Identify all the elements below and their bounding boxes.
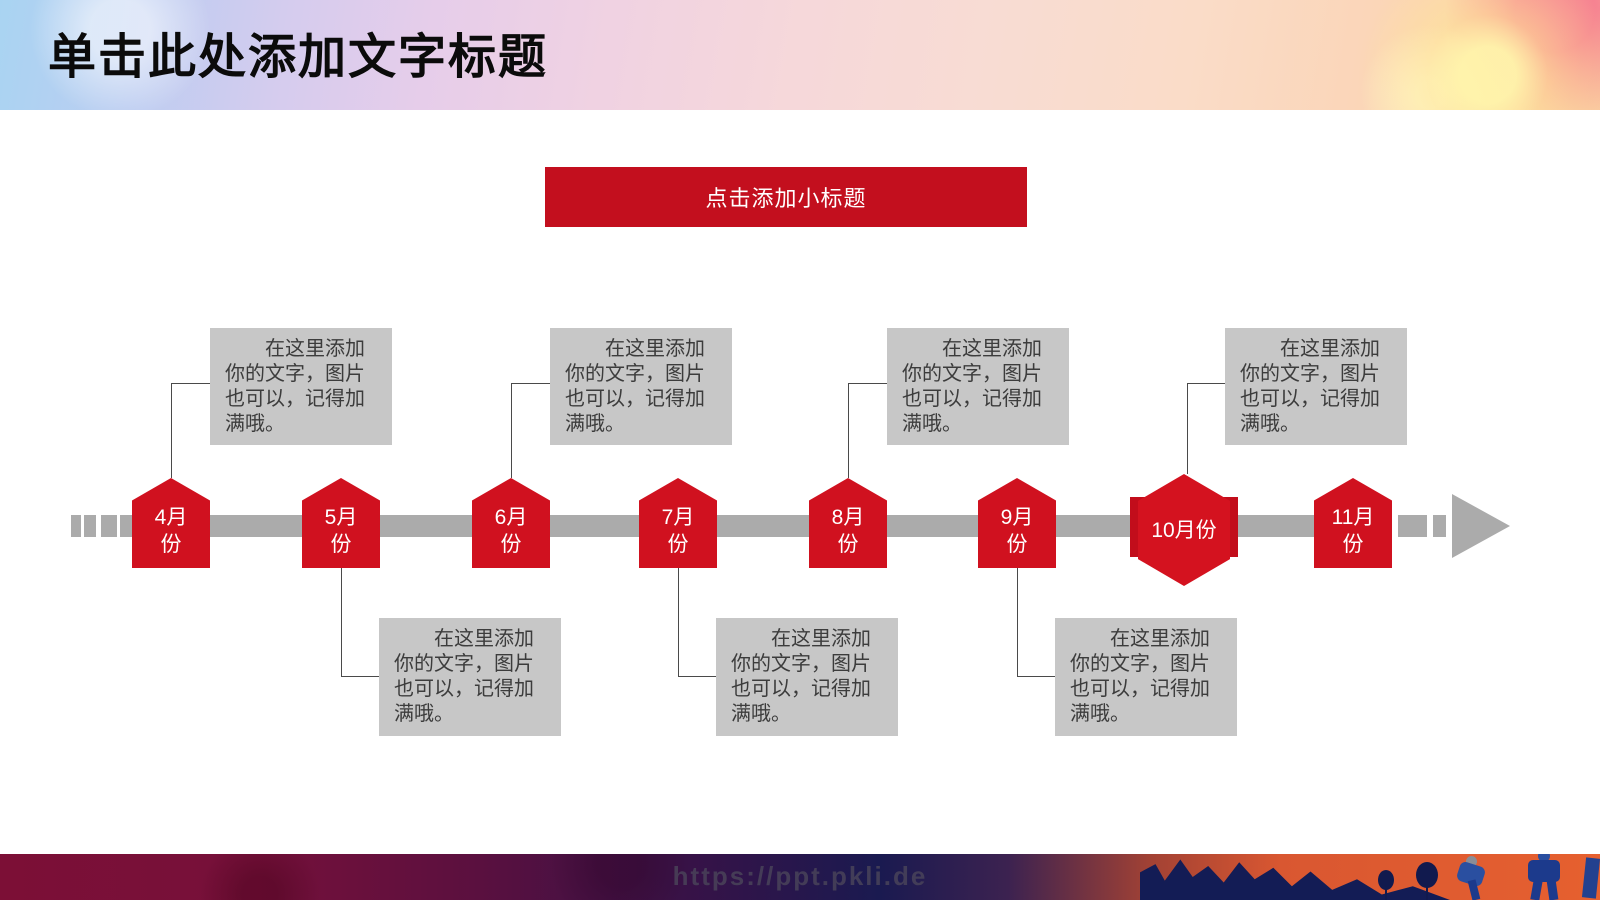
- dancer-silhouette: [1538, 854, 1550, 862]
- note-box-july[interactable]: 在这里添加 你的文字，图片 也可以，记得加 满哦。: [716, 618, 898, 736]
- note-box-april[interactable]: 在这里添加 你的文字，图片 也可以，记得加 满哦。: [210, 328, 392, 445]
- month-label: 6月 份: [494, 506, 528, 556]
- note-box-june[interactable]: 在这里添加 你的文字，图片 也可以，记得加 满哦。: [550, 328, 732, 445]
- month-marker-september[interactable]: 9月 份: [978, 478, 1056, 568]
- month-marker-november[interactable]: 11月 份: [1314, 478, 1392, 568]
- note-text: 在这里添加 你的文字，图片 也可以，记得加 满哦。: [1240, 338, 1380, 435]
- month-marker-june[interactable]: 6月 份: [472, 478, 550, 568]
- month-label: 11月 份: [1331, 506, 1375, 556]
- connector-may: [341, 568, 379, 677]
- note-text: 在这里添加 你的文字，图片 也可以，记得加 满哦。: [731, 628, 871, 725]
- connector-september: [1017, 568, 1055, 677]
- connector-august: [848, 383, 887, 478]
- note-text: 在这里添加 你的文字，图片 也可以，记得加 满哦。: [225, 338, 365, 435]
- connector-october: [1187, 383, 1225, 474]
- month-marker-may[interactable]: 5月 份: [302, 478, 380, 568]
- timeline-dash: [1398, 515, 1427, 537]
- footer-banner: [0, 854, 1600, 900]
- month-label: 10月份: [1151, 518, 1217, 542]
- month-marker-august[interactable]: 8月 份: [809, 478, 887, 568]
- timeline-dash: [1433, 515, 1446, 537]
- note-box-may[interactable]: 在这里添加 你的文字，图片 也可以，记得加 满哦。: [379, 618, 561, 736]
- month-marker-april[interactable]: 4月 份: [132, 478, 210, 568]
- month-label: 4月 份: [154, 506, 188, 556]
- month-marker-july[interactable]: 7月 份: [639, 478, 717, 568]
- note-text: 在这里添加 你的文字，图片 也可以，记得加 满哦。: [394, 628, 534, 725]
- header-banner: [0, 0, 1600, 110]
- dancer-silhouette: [1466, 856, 1477, 867]
- slide-title[interactable]: 单击此处添加文字标题: [48, 31, 549, 84]
- balloon-icon: [1416, 862, 1438, 888]
- note-box-august[interactable]: 在这里添加 你的文字，图片 也可以，记得加 满哦。: [887, 328, 1069, 445]
- balloon-string: [1385, 888, 1387, 900]
- subtitle-text: 点击添加小标题: [705, 186, 867, 211]
- balloon-icon: [1378, 870, 1394, 890]
- connector-april: [171, 383, 210, 478]
- note-text: 在这里添加 你的文字，图片 也可以，记得加 满哦。: [902, 338, 1042, 435]
- timeline-arrow-icon: [1452, 494, 1510, 558]
- month-marker-october[interactable]: 10月份: [1138, 474, 1230, 586]
- month-label: 9月 份: [1000, 506, 1034, 556]
- month-label: 7月 份: [661, 506, 695, 556]
- timeline-dash: [71, 515, 81, 537]
- note-box-september[interactable]: 在这里添加 你的文字，图片 也可以，记得加 满哦。: [1055, 618, 1237, 736]
- dancer-silhouette: [1528, 860, 1560, 882]
- month-label: 5月 份: [324, 506, 358, 556]
- balloon-string: [1426, 886, 1428, 900]
- watermark-url: https://ppt.pkli.de: [672, 861, 928, 891]
- note-box-october[interactable]: 在这里添加 你的文字，图片 也可以，记得加 满哦。: [1225, 328, 1407, 445]
- timeline-dash: [101, 515, 117, 537]
- subtitle-banner[interactable]: 点击添加小标题: [545, 167, 1027, 227]
- timeline-bar: [120, 515, 1392, 537]
- month-label: 8月 份: [831, 506, 865, 556]
- note-text: 在这里添加 你的文字，图片 也可以，记得加 满哦。: [565, 338, 705, 435]
- connector-july: [678, 568, 716, 677]
- note-text: 在这里添加 你的文字，图片 也可以，记得加 满哦。: [1070, 628, 1210, 725]
- timeline-dash: [84, 515, 96, 537]
- connector-june: [511, 383, 550, 478]
